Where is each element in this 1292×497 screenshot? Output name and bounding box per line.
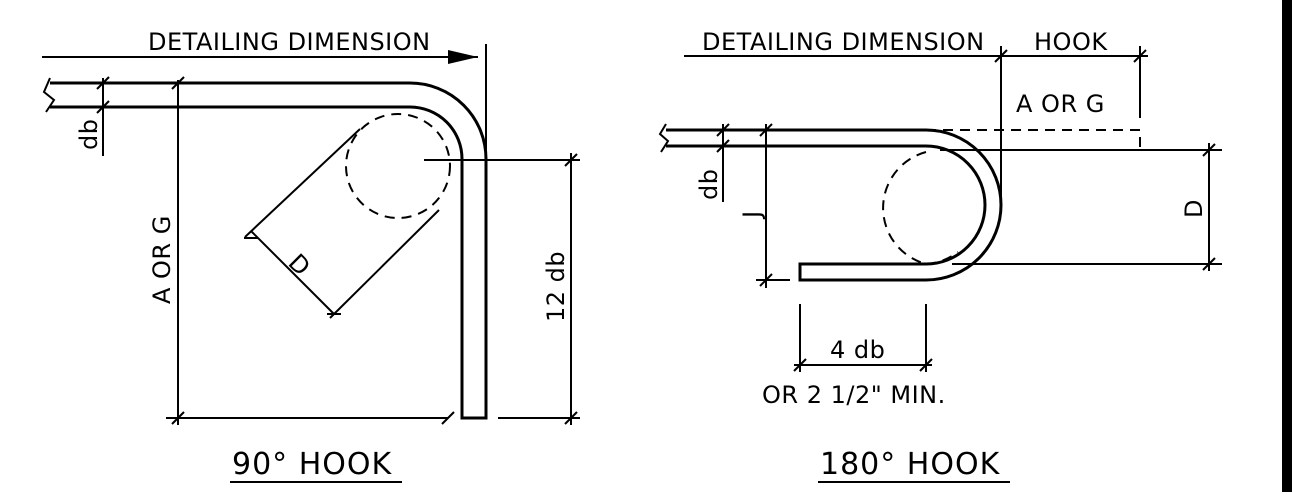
hook-180-title: 180° HOOK [820, 447, 1001, 482]
hook-180-4db-tick-left [793, 358, 807, 372]
hook-180-4db-tick-right [919, 358, 933, 372]
hook-90-bottom-ext-tick [441, 411, 455, 425]
hook-90-d-ext-line-2 [329, 209, 440, 319]
hook-90-12db-label: 12 db [542, 251, 570, 322]
hook-180-detailing-label: DETAILING DIMENSION [702, 28, 985, 56]
hook-180-dashed-extension [926, 129, 1141, 151]
hook-180-bar [666, 128, 1003, 282]
hook-90-a-or-g-tick-top [171, 76, 185, 90]
hook-180-min-note: OR 2 1/2" MIN. [762, 381, 946, 409]
hook-180-bend-pin-right [925, 251, 959, 265]
hook-90-db-label: db [75, 119, 103, 150]
hook-180-a-or-g-label: A OR G [1016, 90, 1105, 118]
hook-90-bend-pin [345, 113, 451, 219]
hook-90-break-mark [42, 77, 56, 113]
hook-90-d-ext-line-1 [244, 128, 361, 238]
hook-180-hook-label: HOOK [1034, 28, 1108, 56]
hook-90-12db-tick-bottom [564, 411, 578, 425]
hook-180-j-tick-top [759, 123, 773, 137]
hook-180-bend-pin-left [882, 151, 927, 265]
hook-180-4db-label: 4 db [830, 336, 885, 364]
hook-180-d-tick-top [1202, 143, 1216, 157]
hook-90-a-or-g-label: A OR G [148, 215, 176, 304]
hook-90-12db-tick-top [564, 153, 578, 167]
hook-90-db-tick-bottom [96, 100, 110, 114]
hook-180-db-tick-top [716, 123, 730, 137]
hook-90-bar [50, 81, 488, 420]
hook-180-group: DETAILING DIMENSION HOOK A OR G db J D 4… [658, 28, 1222, 483]
hook-180-db-label: db [695, 169, 723, 200]
hook-90-d-label: D [283, 248, 316, 281]
hook-90-detailing-arrow [448, 50, 478, 64]
hook-180-j-label: J [738, 210, 766, 220]
hook-180-db-tick-bottom [716, 139, 730, 153]
hook-180-break-mark [658, 123, 670, 153]
hook-90-d-dim-line [250, 230, 335, 315]
hook-90-group: DETAILING DIMENSION db A OR G D 12 db 90… [42, 28, 580, 483]
frame-border [1282, 0, 1292, 492]
hook-180-d-label: D [1180, 199, 1208, 218]
hook-180-hook-tick [1133, 49, 1147, 63]
hook-90-detailing-label: DETAILING DIMENSION [148, 28, 431, 56]
hook-90-db-tick-top [96, 76, 110, 90]
hook-90-title: 90° HOOK [232, 447, 392, 482]
hook-180-d-tick-bottom [1202, 257, 1216, 271]
hook-180-mid-tick [994, 49, 1008, 63]
